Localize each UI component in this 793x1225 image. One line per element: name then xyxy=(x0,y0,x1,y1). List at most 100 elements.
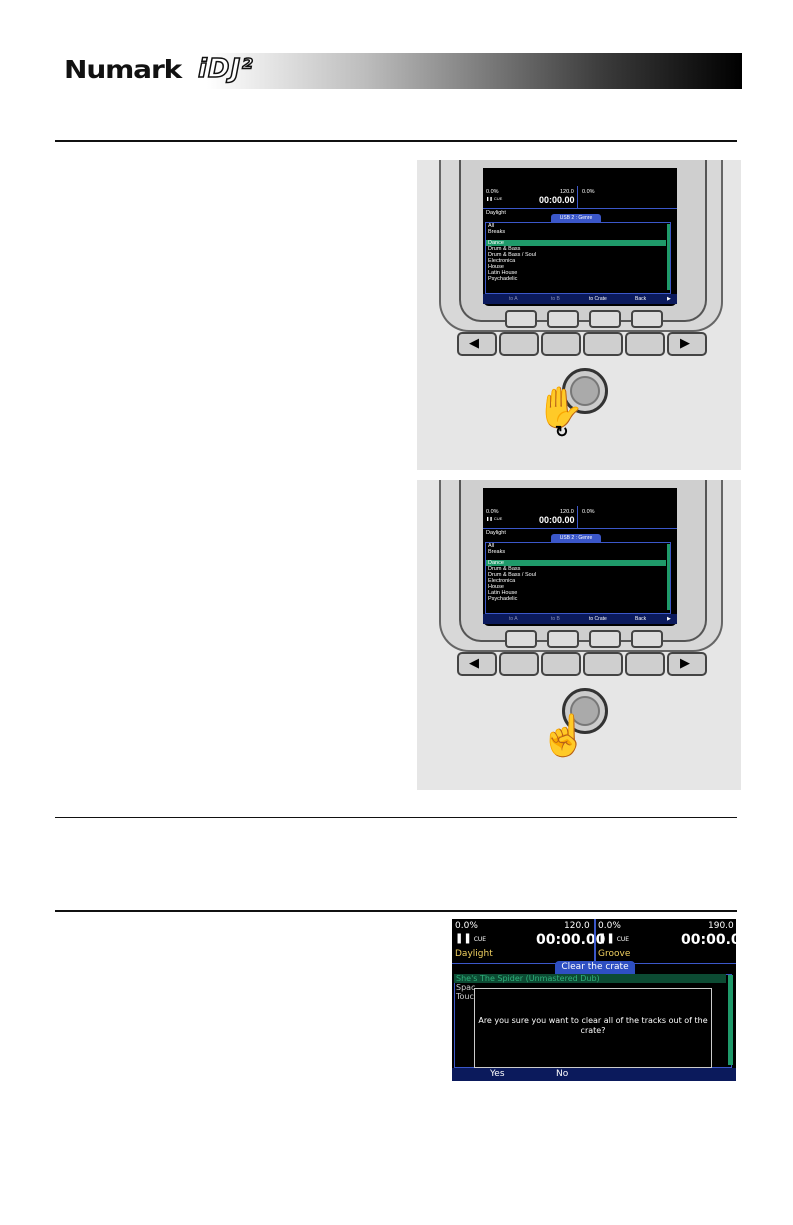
crate-track: Spac xyxy=(456,983,476,992)
section-divider-bottom xyxy=(55,910,737,912)
selected-row xyxy=(486,240,666,246)
list-item: Breaks xyxy=(488,229,506,235)
softkey-button[interactable] xyxy=(541,332,581,356)
left-arrow-icon: ◀ xyxy=(469,335,479,350)
deck-b-pitch: 0.0% xyxy=(582,189,595,195)
device-screen: 0.0% 120.0 0.0% ❚❚ CUE 00:00.00 Daylight… xyxy=(483,168,677,306)
deck-a-time: 00:00.00 xyxy=(536,932,606,948)
deck-a-bpm: 120.0 xyxy=(564,921,590,931)
deck-a-time: 00:00.00 xyxy=(539,195,575,205)
selected-row xyxy=(486,560,666,566)
section-divider-top xyxy=(55,140,737,142)
header-banner xyxy=(56,53,742,89)
softkey-button[interactable] xyxy=(505,630,537,648)
deck-a-bpm: 120.0 xyxy=(560,189,574,195)
softkey-bar xyxy=(452,1068,736,1081)
brand-logo: Numark xyxy=(64,55,182,84)
softkey-label: to B xyxy=(551,296,560,302)
hardware-button-row: ◀ ▶ xyxy=(457,652,707,676)
deck-a-pitch: 0.0% xyxy=(486,189,499,195)
softkey-button[interactable] xyxy=(547,310,579,328)
softkey-button[interactable] xyxy=(625,652,665,676)
deck-a-cue: ❚❚ CUE xyxy=(455,933,487,944)
left-arrow-button[interactable]: ◀ xyxy=(457,652,497,676)
list-item: Latin House xyxy=(488,270,518,276)
browse-tab: USB 2 : Genre xyxy=(551,534,601,542)
list-item: Electronica xyxy=(488,578,516,584)
softkey-label: Back xyxy=(635,296,647,302)
browse-knob[interactable] xyxy=(562,688,608,734)
selected-row xyxy=(454,974,726,983)
rotate-icon: ↻ xyxy=(555,424,569,441)
scrollbar xyxy=(667,544,670,610)
browse-tab: USB 2 : Genre xyxy=(551,214,601,222)
list-item: All xyxy=(488,223,495,229)
device-illustration-press: 0.0% 120.0 0.0% ❚❚ CUE 00:00.00 Daylight… xyxy=(417,480,741,790)
next-arrow-icon: ▶ xyxy=(667,296,671,302)
hardware-button-row: ◀ ▶ xyxy=(457,332,707,356)
list-item: Breaks xyxy=(488,549,506,555)
model-logo: iDJ² xyxy=(197,53,254,85)
softkey-bar xyxy=(483,294,677,304)
softkey-label: to B xyxy=(551,616,560,622)
crate-tab: Clear the crate xyxy=(555,961,635,974)
softkey-button[interactable] xyxy=(625,332,665,356)
hand-press-icon: ☝ xyxy=(539,714,589,758)
browse-knob[interactable] xyxy=(562,368,608,414)
list-item: All xyxy=(488,543,495,549)
hand-turn-icon: ✋ xyxy=(535,386,585,430)
softkey-label: to A xyxy=(509,296,518,302)
right-arrow-button[interactable]: ▶ xyxy=(667,652,707,676)
genre-list xyxy=(485,222,671,294)
deck-divider xyxy=(594,919,596,963)
deck-a-pitch: 0.0% xyxy=(455,921,478,931)
deck-a-pitch: 0.0% xyxy=(486,509,499,515)
section-divider-middle xyxy=(55,817,737,818)
deck-a-bpm: 120.0 xyxy=(560,509,574,515)
right-arrow-button[interactable]: ▶ xyxy=(667,332,707,356)
dialog-message: Are you sure you want to clear all of th… xyxy=(478,1016,708,1035)
right-arrow-icon: ▶ xyxy=(680,655,690,670)
confirm-dialog: Are you sure you want to clear all of th… xyxy=(474,988,712,1068)
softkey-label: to Crate xyxy=(589,296,607,302)
softkey-button[interactable] xyxy=(499,652,539,676)
softkey-button[interactable] xyxy=(583,332,623,356)
softkey-button[interactable] xyxy=(505,310,537,328)
softkey-label: to Crate xyxy=(589,616,607,622)
softkey-button[interactable] xyxy=(541,652,581,676)
crate-track: Touc xyxy=(456,992,474,1001)
list-item: Drum & Bass / Soul xyxy=(488,252,536,258)
scrollbar xyxy=(667,224,670,290)
left-arrow-icon: ◀ xyxy=(469,655,479,670)
no-button[interactable]: No xyxy=(556,1069,569,1079)
genre-list xyxy=(485,542,671,614)
deck-b-pitch: 0.0% xyxy=(582,509,595,515)
softkey-button[interactable] xyxy=(589,310,621,328)
list-item: Psychadelic xyxy=(488,596,518,602)
softkey-button[interactable] xyxy=(589,630,621,648)
deck-b-cue: ❚❚ CUE xyxy=(598,933,630,944)
next-arrow-icon: ▶ xyxy=(667,616,671,622)
softkey-button[interactable] xyxy=(499,332,539,356)
yes-button[interactable]: Yes xyxy=(490,1069,505,1079)
scrollbar xyxy=(728,975,733,1065)
softkey-button[interactable] xyxy=(631,310,663,328)
deck-a-cue: ❚❚ CUE xyxy=(486,196,503,201)
crate-screen: 0.0% 120.0 ❚❚ CUE 00:00.00 Daylight 0.0%… xyxy=(452,919,736,1081)
list-item: Latin House xyxy=(488,590,518,596)
softkey-button[interactable] xyxy=(631,630,663,648)
list-item: Drum & Bass xyxy=(488,246,521,252)
deck-b-bpm: 190.0 xyxy=(708,921,734,931)
softkey-label: Back xyxy=(635,616,647,622)
list-item: Dance xyxy=(488,559,504,566)
crate-track: She's The Spider (Unmastered Dub) xyxy=(456,974,600,983)
left-arrow-button[interactable]: ◀ xyxy=(457,332,497,356)
list-item: Drum & Bass xyxy=(488,566,521,572)
list-item: House xyxy=(488,264,504,270)
deck-a-cue: ❚❚ CUE xyxy=(486,516,503,521)
deck-b-pitch: 0.0% xyxy=(598,921,621,931)
softkey-button[interactable] xyxy=(583,652,623,676)
softkey-button[interactable] xyxy=(547,630,579,648)
track-name: Daylight xyxy=(486,530,506,536)
softkey-label: to A xyxy=(509,616,518,622)
